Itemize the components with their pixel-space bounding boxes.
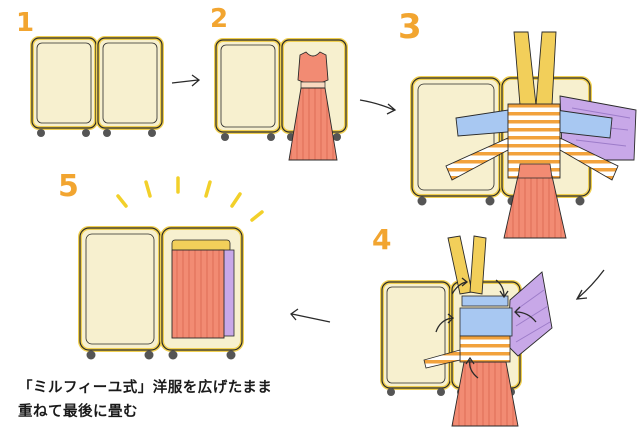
step3-dress	[503, 163, 567, 239]
arrow-step2-to-3	[359, 99, 397, 115]
step2-dress	[288, 51, 338, 161]
step4-fold-arrows	[435, 277, 537, 379]
arrow-step1-to-2	[171, 74, 201, 87]
caption-line-1: 「ミルフィーユ式」洋服を広げたまま	[18, 380, 273, 396]
step4-stack	[423, 295, 519, 427]
step5-sparkles	[116, 176, 264, 222]
step-number-5: 5	[58, 169, 79, 204]
step-number-2: 2	[210, 4, 229, 34]
step-number-1: 1	[16, 8, 35, 38]
step5-folded-bundle	[171, 239, 235, 339]
step-number-4: 4	[372, 223, 392, 256]
step-number-3: 3	[398, 7, 422, 47]
step3-pants	[513, 31, 557, 106]
step3-striped-top	[445, 103, 619, 181]
step3-blue-shirt	[455, 109, 613, 139]
arrow-step4-to-5	[290, 308, 331, 323]
caption-line-2: 重ねて最後に畳む	[18, 404, 138, 420]
step4-pants	[447, 235, 487, 295]
arrow-step3-to-4	[575, 269, 605, 300]
step1-suitcase	[30, 36, 164, 137]
